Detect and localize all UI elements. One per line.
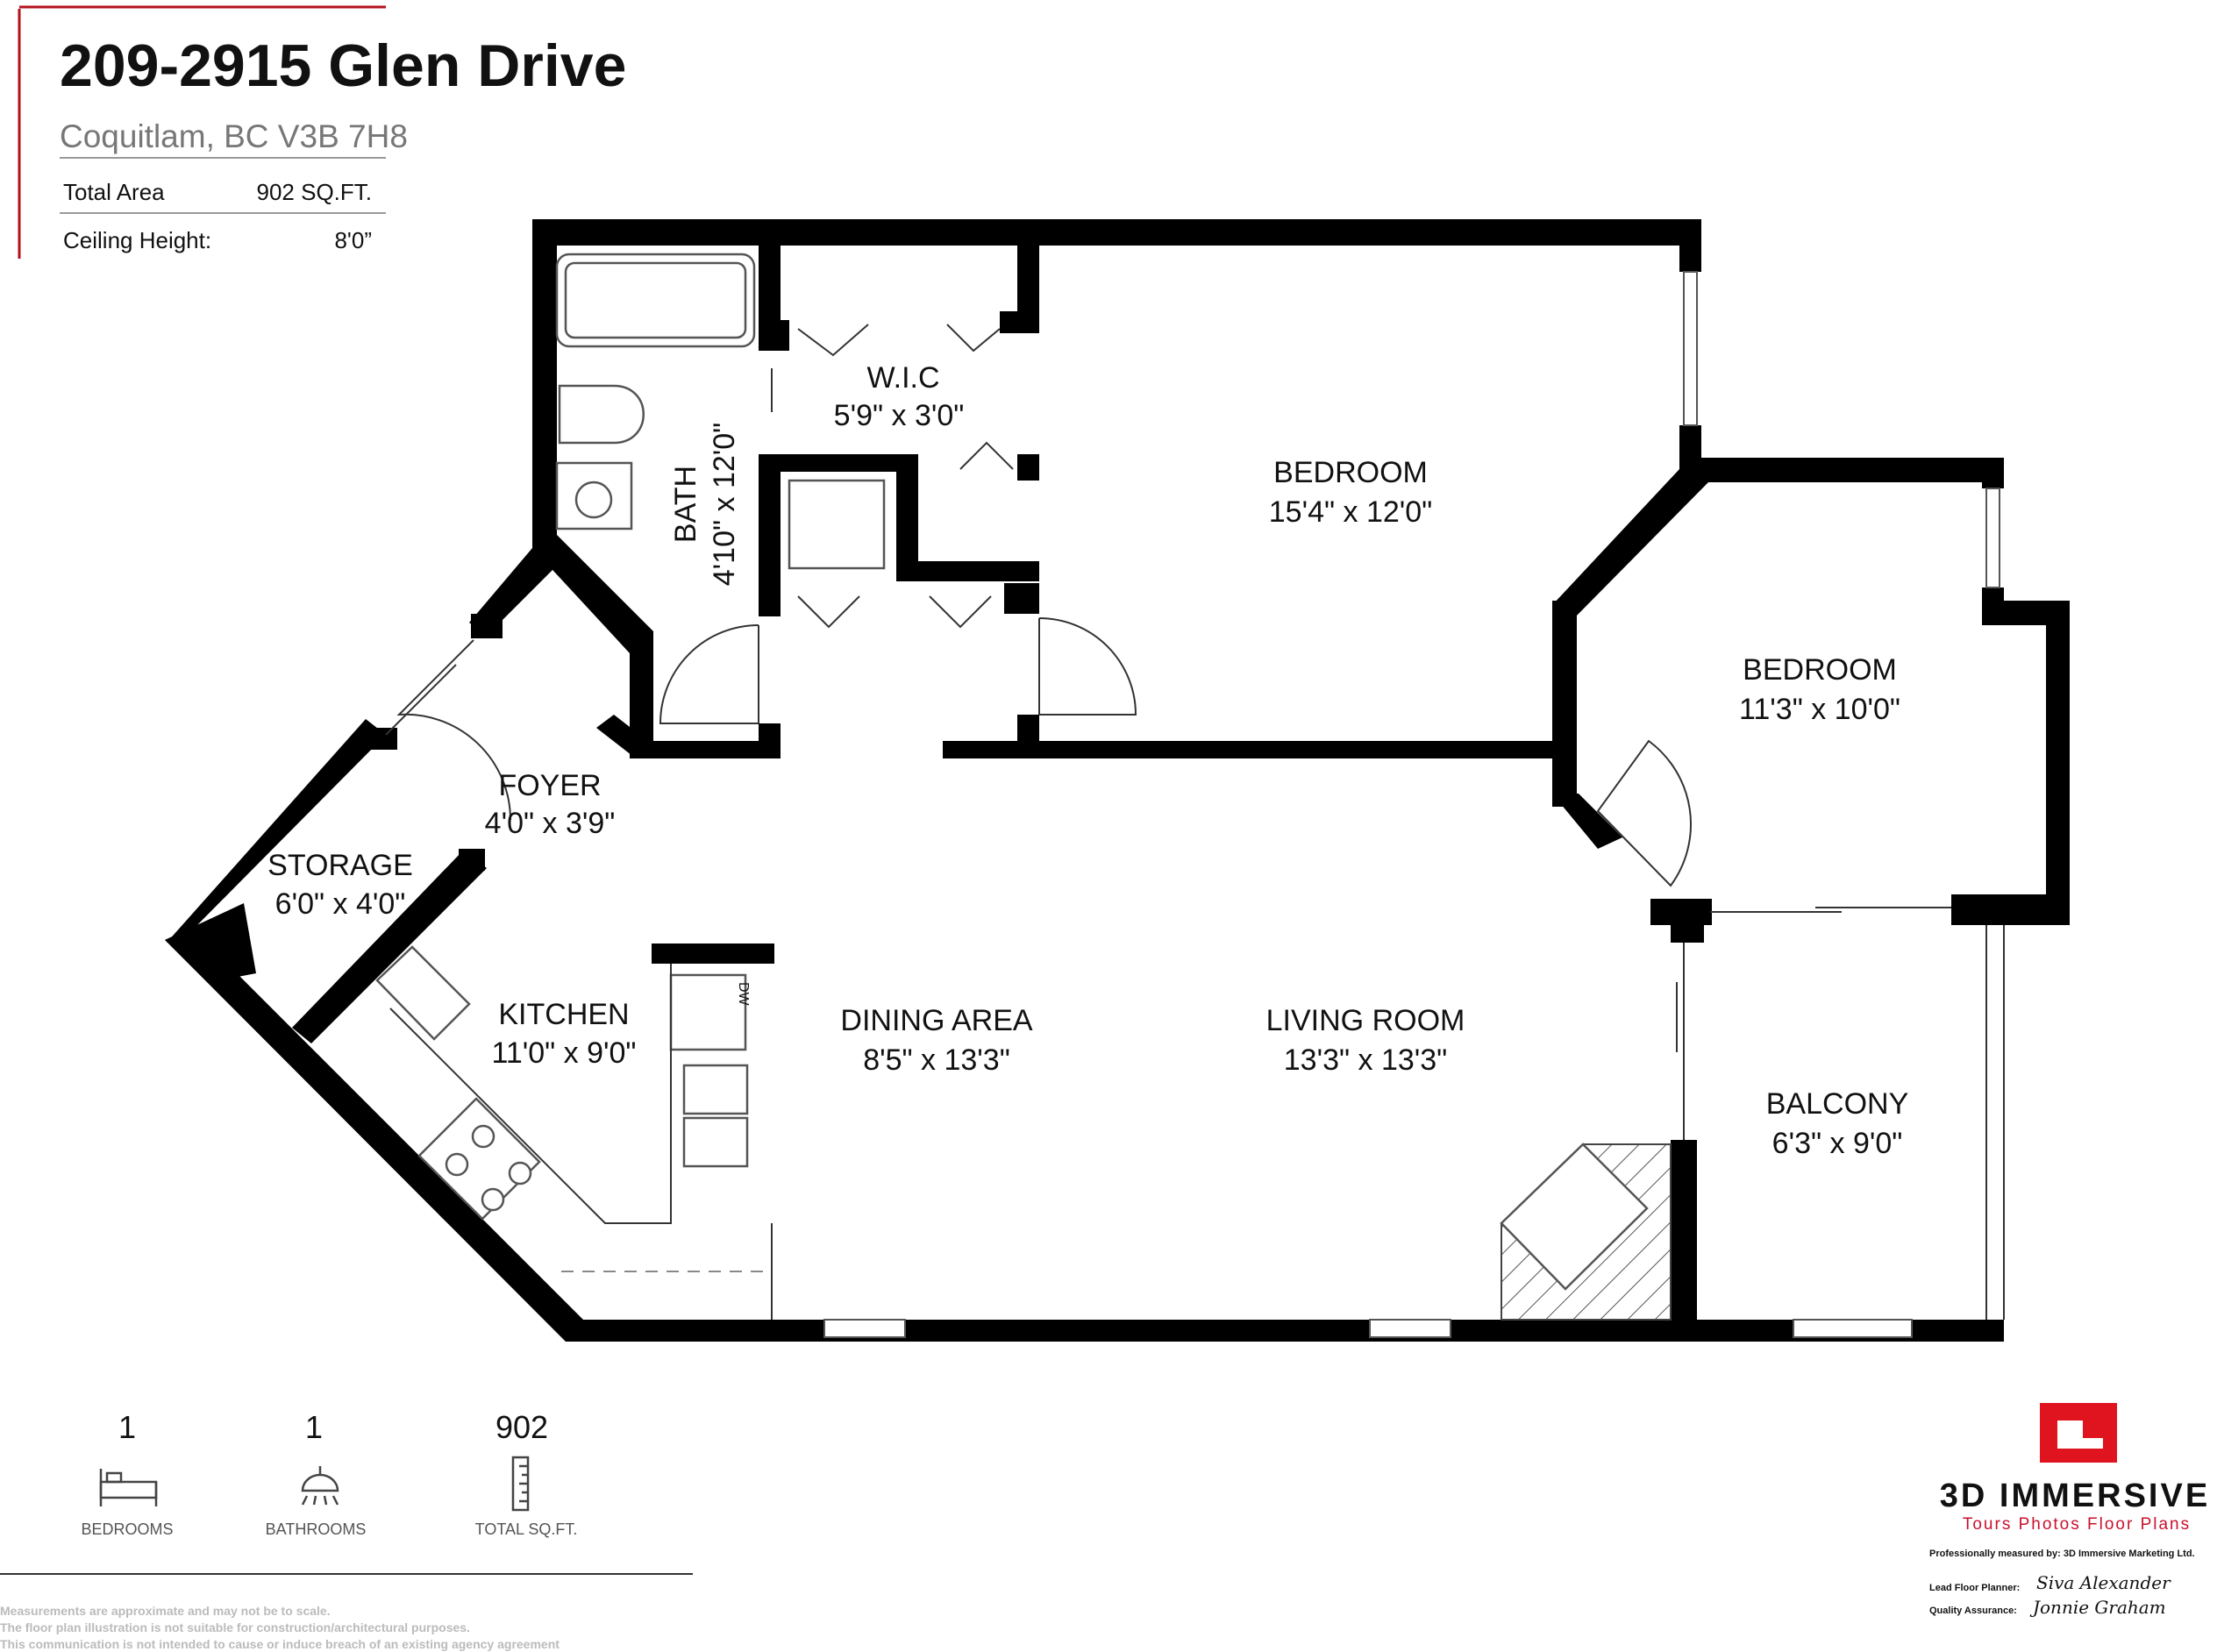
windows [823,271,2000,1338]
summary: 1 BEDROOMS 1 BATHROOMS 902 TOTAL SQ. [0,1409,693,1575]
stove [417,1097,541,1221]
measured-by: Professionally measured by: 3D Immersive… [1929,1549,2195,1559]
property-address: 209-2915 Glen Drive [60,32,626,99]
closet-shelf [788,479,886,570]
brand-name: 3D IMMERSIVE [1940,1478,2210,1514]
shower-icon [301,1466,339,1506]
kitchen-name: KITCHEN [498,998,629,1031]
qa-signature: Jonnie Graham [2029,1597,2166,1618]
kitchen-size: 11'0" x 9'0" [491,1036,636,1070]
lead-planner-label: Lead Floor Planner: [1929,1583,2020,1593]
storage-name: STORAGE [267,849,413,882]
area-count: 902 [495,1409,548,1445]
disclaimer-line-2: The floor plan illustration is not suita… [0,1620,470,1634]
title-block: 209-2915 Glen Drive Coquitlam, BC V3B 7H… [18,5,626,259]
dishwasher-label: DW [736,982,751,1007]
brand-tagline: Tours Photos Floor Plans [1963,1515,2191,1534]
wic-name: W.I.C [866,361,939,395]
area-label: TOTAL SQ.FT. [475,1520,578,1538]
ceiling-height-label: Ceiling Height: [63,227,211,253]
bedroom2-name: BEDROOM [1743,653,1897,687]
disclaimer-line-3: This communication is not intended to ca… [0,1637,560,1651]
balcony-size: 6'3" x 9'0" [1772,1127,1903,1160]
bed-icon [99,1469,158,1506]
bedroom1-name: BEDROOM [1273,456,1428,489]
dishwasher [669,973,747,1051]
brand-logo [2040,1403,2117,1463]
balcony-name: BALCONY [1766,1087,1909,1121]
dining-size: 8'5" x 13'3" [863,1043,1010,1077]
bath-size: 4'10" x 12'0" [708,423,741,586]
kitchen-sink [682,1064,749,1115]
total-area-value: 902 SQ.FT. [257,179,373,205]
total-area-label: Total Area [63,179,165,205]
bedroom2-size: 11'3" x 10'0" [1739,693,1900,726]
disclaimer: Measurements are approximate and may not… [0,1604,560,1651]
disclaimer-line-1: Measurements are approximate and may not… [0,1604,331,1618]
ceiling-height-value: 8'0” [334,227,372,253]
living-name: LIVING ROOM [1266,1004,1465,1037]
bedrooms-label: BEDROOMS [81,1520,173,1538]
walls [165,219,2070,1342]
fixtures: DW [375,253,1672,1321]
storage-size: 6'0" x 4'0" [275,887,406,921]
bedroom1-size: 15'4" x 12'0" [1269,495,1432,529]
property-city: Coquitlam, BC V3B 7H8 [60,118,408,154]
foyer-name: FOYER [498,769,601,802]
fireplace [1500,1143,1672,1321]
wic-size: 5'9" x 3'0" [834,399,965,432]
dining-name: DINING AREA [840,1004,1032,1037]
bathrooms-label: BATHROOMS [266,1520,367,1538]
bathrooms-count: 1 [305,1409,323,1445]
ruler-icon [511,1456,530,1512]
lead-planner-signature: Siva Alexander [2036,1572,2171,1593]
qa-label: Quality Assurance: [1929,1606,2017,1616]
bedrooms-count: 1 [118,1409,136,1445]
room-labels: W.I.C 5'9" x 3'0" BATH 4'10" x 12'0" BED… [267,361,1908,1160]
foyer-size: 4'0" x 3'9" [485,807,616,840]
toilet [558,384,645,445]
brand-block: 3D IMMERSIVE Tours Photos Floor Plans Pr… [1929,1403,2210,1618]
bath-name: BATH [669,466,702,543]
living-size: 13'3" x 13'3" [1284,1043,1447,1077]
doors [385,324,2005,1320]
